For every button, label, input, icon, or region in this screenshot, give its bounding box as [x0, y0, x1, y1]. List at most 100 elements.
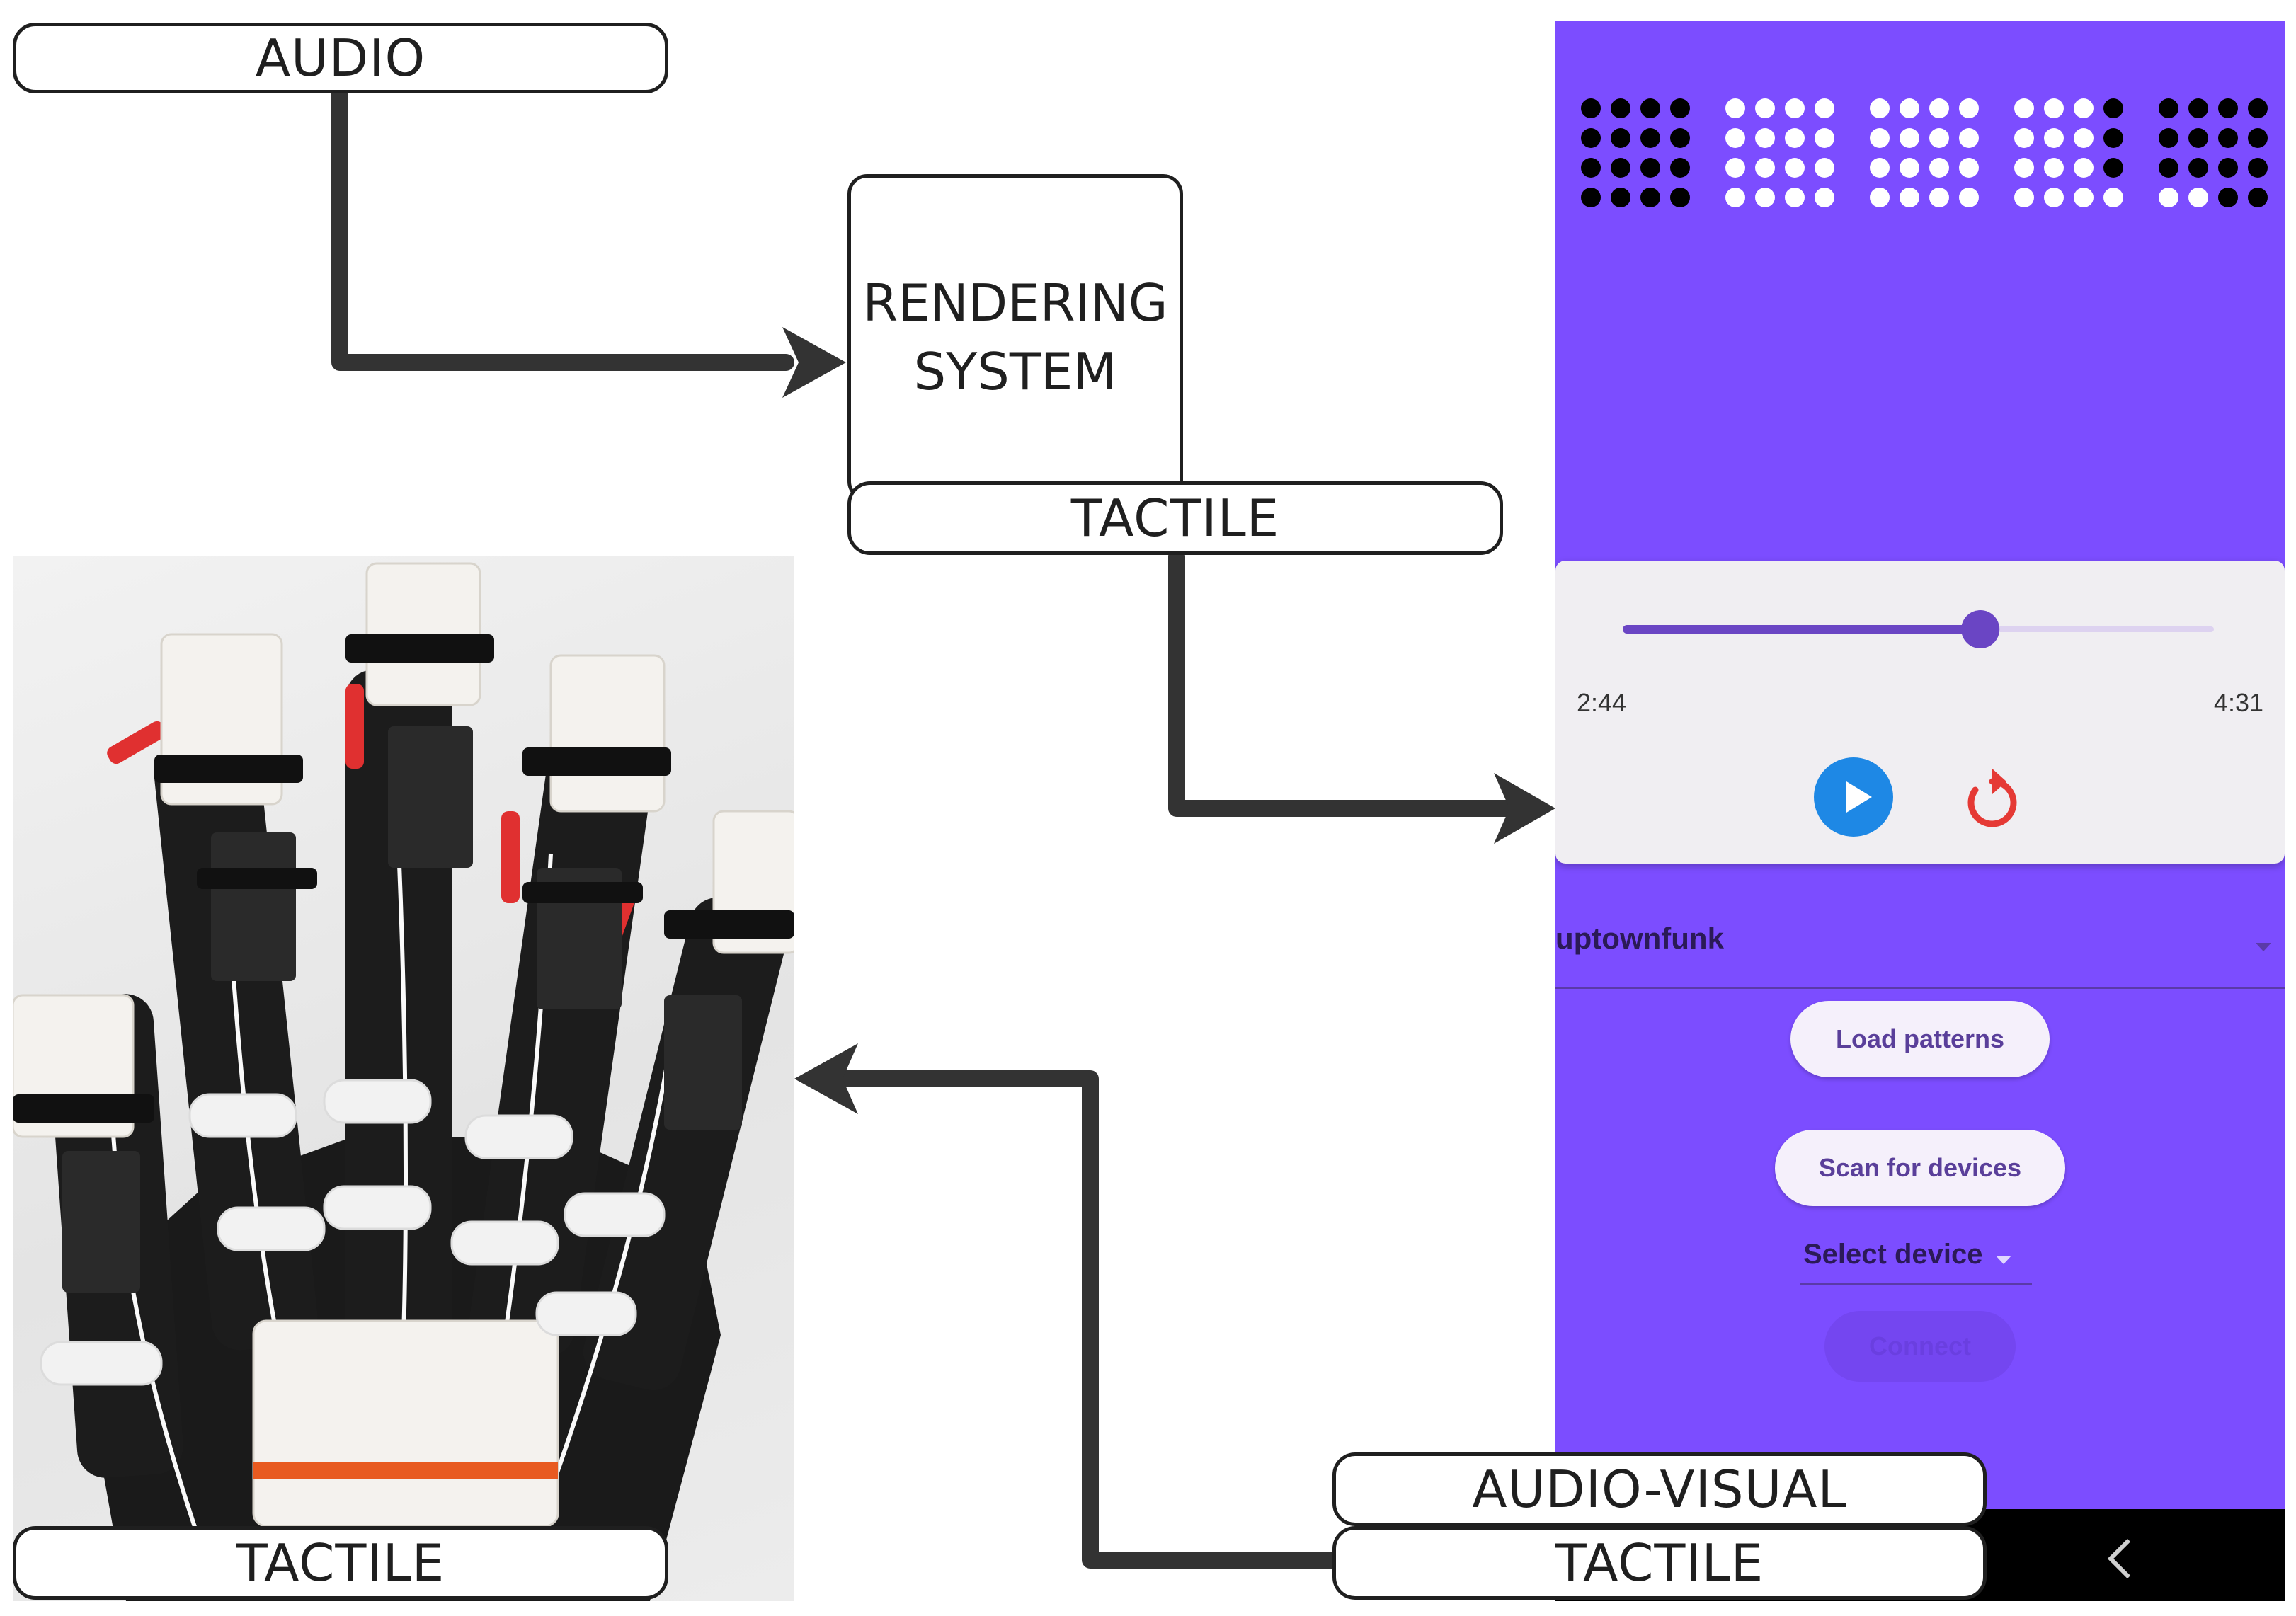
song-dropdown-arrow-icon[interactable]: [2253, 940, 2274, 954]
braille-dot: [1900, 188, 1919, 207]
braille-dot: [2074, 188, 2094, 207]
tactile-label-glove-text: TACTILE: [236, 1533, 445, 1593]
braille-dot: [2074, 98, 2094, 118]
rendering-label-line1: RENDERING: [862, 273, 1168, 333]
braille-dot: [1581, 98, 1601, 118]
braille-dot: [2248, 128, 2268, 148]
tactile-label-bottom-right: TACTILE: [1332, 1526, 1987, 1600]
braille-dot: [2014, 188, 2034, 207]
braille-dot: [1870, 158, 1890, 178]
braille-dot: [1900, 128, 1919, 148]
braille-dot: [1929, 158, 1949, 178]
braille-dot: [2103, 98, 2123, 118]
braille-dot: [1640, 128, 1660, 148]
progress-slider[interactable]: [1555, 589, 2285, 674]
arrow-phone-to-glove: [827, 1070, 1341, 1569]
tactile-label-bottom-right-text: TACTILE: [1555, 1533, 1764, 1593]
braille-dot: [1725, 188, 1745, 207]
braille-dot: [1725, 158, 1745, 178]
tactile-label-top: TACTILE: [847, 481, 1503, 555]
braille-dot: [1870, 188, 1890, 207]
braille-dot: [1611, 98, 1630, 118]
braille-dot: [2188, 98, 2208, 118]
braille-dot: [1640, 98, 1660, 118]
song-dropdown-value[interactable]: uptownfunk: [1555, 922, 1724, 955]
braille-dot: [1929, 188, 1949, 207]
braille-dot: [1870, 98, 1890, 118]
braille-dot: [1640, 158, 1660, 178]
chevron-left-icon[interactable]: [2099, 1530, 2142, 1587]
arrow-audio-to-rendering: [331, 85, 794, 371]
tactile-label-glove: TACTILE: [13, 1526, 668, 1600]
braille-dot: [1785, 98, 1805, 118]
audio-label: AUDIO: [13, 23, 668, 93]
braille-dot: [2014, 158, 2034, 178]
haptic-glove-photo: [13, 556, 794, 1601]
play-icon: [1846, 781, 1872, 813]
braille-dot: [2044, 98, 2064, 118]
braille-dot: [1785, 188, 1805, 207]
braille-dot: [2103, 158, 2123, 178]
braille-dot: [1611, 158, 1630, 178]
braille-dot: [1785, 128, 1805, 148]
braille-dot: [1929, 128, 1949, 148]
braille-dot: [1959, 188, 1979, 207]
braille-dot: [1929, 98, 1949, 118]
audio-label-text: AUDIO: [255, 28, 426, 88]
select-device-arrow-icon[interactable]: [1993, 1253, 2014, 1267]
glove-illustration: [13, 562, 794, 1601]
braille-dot-display: [1581, 98, 2268, 207]
braille-dot: [2074, 128, 2094, 148]
braille-dot: [2218, 158, 2238, 178]
slider-thumb: [1961, 610, 2000, 648]
braille-dot: [1959, 158, 1979, 178]
tactile-label-top-text: TACTILE: [1070, 488, 1280, 548]
scan-devices-button[interactable]: Scan for devices: [1775, 1130, 2065, 1206]
braille-dot: [1755, 98, 1775, 118]
braille-dot: [1870, 128, 1890, 148]
select-device-underline: [1800, 1283, 2032, 1285]
elapsed-time: 2:44: [1577, 688, 1627, 717]
arrowhead-phone: [1494, 773, 1555, 844]
rendering-label-line2: SYSTEM: [913, 342, 1117, 401]
braille-dot: [2014, 128, 2034, 148]
braille-dot: [1670, 188, 1690, 207]
braille-dot: [1670, 128, 1690, 148]
play-button[interactable]: [1814, 757, 1893, 837]
select-device-dropdown[interactable]: Select device: [1803, 1239, 1983, 1270]
replay-icon[interactable]: [1955, 762, 2026, 832]
braille-dot: [1581, 158, 1601, 178]
braille-dot: [1815, 158, 1834, 178]
braille-dot: [1785, 158, 1805, 178]
braille-dot: [1670, 98, 1690, 118]
braille-dot: [1670, 158, 1690, 178]
braille-dot: [2218, 128, 2238, 148]
slider-fill: [1623, 625, 1981, 634]
audio-player-card: 2:44 4:31: [1555, 561, 2285, 864]
audio-visual-label-text: AUDIO-VISUAL: [1472, 1460, 1847, 1519]
load-patterns-button[interactable]: Load patterns: [1790, 1001, 2050, 1077]
braille-dot: [1959, 128, 1979, 148]
braille-dot: [1725, 128, 1745, 148]
phone-app-screen: 2:44 4:31 uptownfunk Load patterns Scan …: [1555, 21, 2285, 1601]
braille-dot: [1815, 98, 1834, 118]
braille-dot: [2159, 158, 2178, 178]
braille-dot: [1900, 158, 1919, 178]
braille-dot: [1959, 98, 1979, 118]
braille-dot: [2074, 158, 2094, 178]
braille-dot: [1581, 128, 1601, 148]
braille-dot: [2044, 128, 2064, 148]
total-time: 4:31: [2213, 688, 2263, 717]
braille-dot: [2218, 188, 2238, 207]
arrow-tactile-to-phone: [1168, 548, 1517, 817]
braille-dot: [2044, 158, 2064, 178]
braille-dot: [2188, 128, 2208, 148]
braille-dot: [1815, 128, 1834, 148]
arrowhead-glove: [794, 1043, 858, 1114]
connect-button[interactable]: Connect: [1824, 1311, 2016, 1382]
braille-dot: [1755, 158, 1775, 178]
braille-dot: [2188, 158, 2208, 178]
braille-dot: [2159, 98, 2178, 118]
audio-visual-label: AUDIO-VISUAL: [1332, 1452, 1987, 1526]
